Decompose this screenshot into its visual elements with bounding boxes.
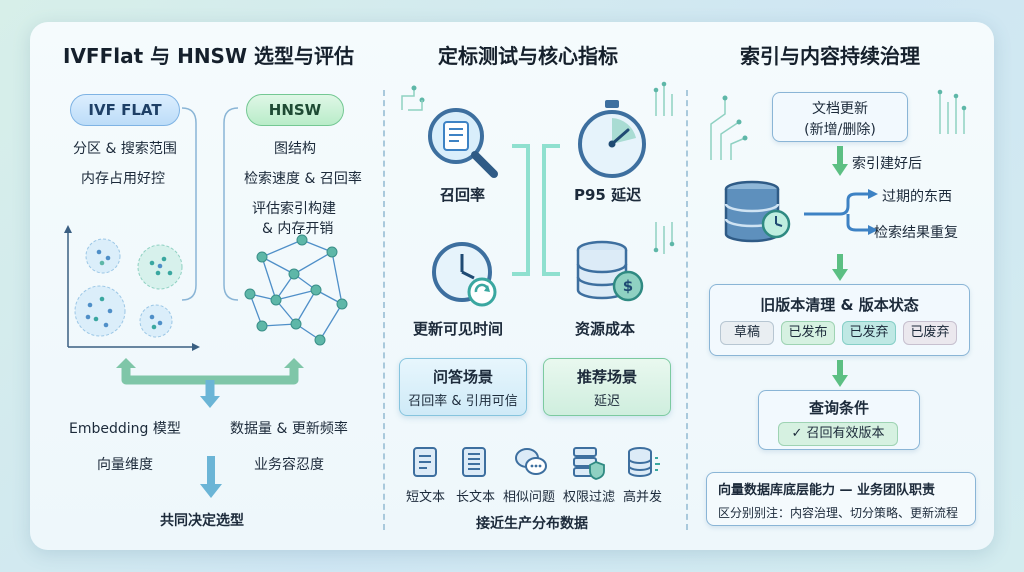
left-brackets — [181, 107, 239, 301]
down-arrow-cleanup — [832, 254, 848, 281]
scene-qa: 问答场景 召回率 & 引用可信 — [399, 358, 527, 416]
valid-version-check: ✓ 召回有效版本 — [778, 422, 898, 446]
branch-arrows — [804, 189, 878, 235]
down-arrow-index — [832, 146, 848, 176]
database-stack-icon — [628, 447, 660, 477]
data-type-short-text: 短文本 — [406, 490, 446, 505]
circuit-decoration — [653, 222, 675, 254]
hnsw-point-graph: 图结构 — [274, 141, 316, 157]
circuit-decoration — [401, 85, 425, 111]
column-divider-right — [686, 90, 688, 530]
metric-update-visibility: 更新可见时间 — [413, 320, 504, 338]
database-clock-icon — [724, 180, 791, 243]
responsibility-note: 向量数据库底层能力 — 业务团队职责 区分别别注：内容治理、切分策略、更新流程 — [706, 472, 976, 526]
hnsw-pill: HNSW — [246, 94, 344, 126]
down-arrow-query — [832, 360, 848, 387]
status-badge-abandoned: 已废弃 — [903, 321, 957, 345]
data-type-long-text: 长文本 — [456, 490, 496, 505]
cleanup-box: 旧版本清理 & 版本状态 — [709, 284, 970, 356]
metric-recall: 召回率 — [440, 186, 486, 204]
status-badge-deprecated: 已发弃 — [842, 321, 896, 345]
circuit-decoration — [937, 89, 967, 134]
issue-stale-content: 过期的东西 — [882, 189, 952, 205]
ivf-point-partition: 分区 & 搜索范围 — [73, 141, 177, 157]
scene-recommend-title: 推荐场景 — [576, 368, 637, 386]
status-badge-published: 已发布 — [781, 321, 835, 345]
magnifier-document-icon — [428, 108, 498, 178]
ivf-cluster-diagram — [64, 225, 200, 351]
doc-update-line2: (新增/删除) — [804, 122, 876, 138]
query-title: 查询条件 — [808, 399, 869, 417]
circuit-decoration — [710, 95, 748, 160]
hnsw-point-speed: 检索速度 & 召回率 — [244, 171, 362, 187]
after-index-label: 索引建好后 — [852, 156, 922, 172]
hnsw-point-memory: & 内存开销 — [262, 221, 334, 237]
data-type-similar-question: 相似问题 — [503, 490, 556, 505]
database-coin-icon: $ — [576, 240, 644, 302]
metric-p95-latency: P95 延迟 — [574, 186, 642, 204]
factor-vector-dim: 向量维度 — [97, 457, 153, 473]
scene-recommend-detail: 延迟 — [593, 394, 620, 409]
right-panel-title: 索引与内容持续治理 — [740, 44, 920, 68]
hnsw-point-build: 评估索引构建 — [252, 201, 336, 217]
scene-qa-detail: 召回率 & 引用可信 — [408, 394, 518, 409]
column-divider-left — [383, 90, 385, 530]
stopwatch-icon — [578, 100, 646, 178]
metric-resource-cost: 资源成本 — [575, 320, 636, 338]
issue-duplicate-results: 检索结果重复 — [874, 225, 958, 241]
ivf-flat-pill: IVF FLAT — [70, 94, 180, 126]
conclusion-text: 共同决定选型 — [160, 513, 244, 529]
factor-business-tolerance: 业务容忍度 — [254, 457, 324, 473]
down-arrow-conclusion — [200, 456, 222, 498]
clock-refresh-icon — [432, 242, 497, 307]
responsibility-note-line2: 区分别别注：内容治理、切分策略、更新流程 — [718, 506, 959, 520]
ivf-point-memory: 内存占用好控 — [81, 171, 165, 187]
cleanup-title: 旧版本清理 & 版本状态 — [760, 296, 919, 314]
scene-qa-title: 问答场景 — [432, 368, 493, 386]
hnsw-graph-diagram — [244, 234, 348, 346]
doc-update-line1: 文档更新 — [812, 101, 868, 117]
data-type-permission-filter: 权限过滤 — [563, 490, 616, 505]
long-text-doc-icon — [462, 447, 486, 477]
responsibility-note-line1: 向量数据库底层能力 — 业务团队职责 — [718, 483, 936, 498]
middle-panel-title: 定标测试与核心指标 — [438, 44, 618, 68]
chat-bubbles-icon — [515, 448, 547, 475]
short-text-doc-icon — [413, 447, 437, 477]
factor-embedding-model: Embedding 模型 — [69, 421, 181, 437]
status-badge-draft: 草稿 — [720, 321, 774, 345]
server-shield-icon — [573, 447, 605, 480]
factor-data-volume: 数据量 & 更新频率 — [230, 421, 348, 437]
metrics-connector — [512, 144, 560, 276]
data-type-high-concurrency: 高并发 — [623, 490, 663, 505]
converge-arrows — [116, 358, 304, 408]
scene-recommend: 推荐场景 延迟 — [543, 358, 671, 416]
doc-update-box: 文档更新 (新增/删除) — [772, 92, 908, 142]
middle-footer: 接近生产分布数据 — [476, 516, 588, 532]
left-panel-title: IVFFlat 与 HNSW 选型与评估 — [63, 44, 354, 68]
svg-text:$: $ — [623, 277, 633, 295]
circuit-decoration — [653, 81, 673, 116]
